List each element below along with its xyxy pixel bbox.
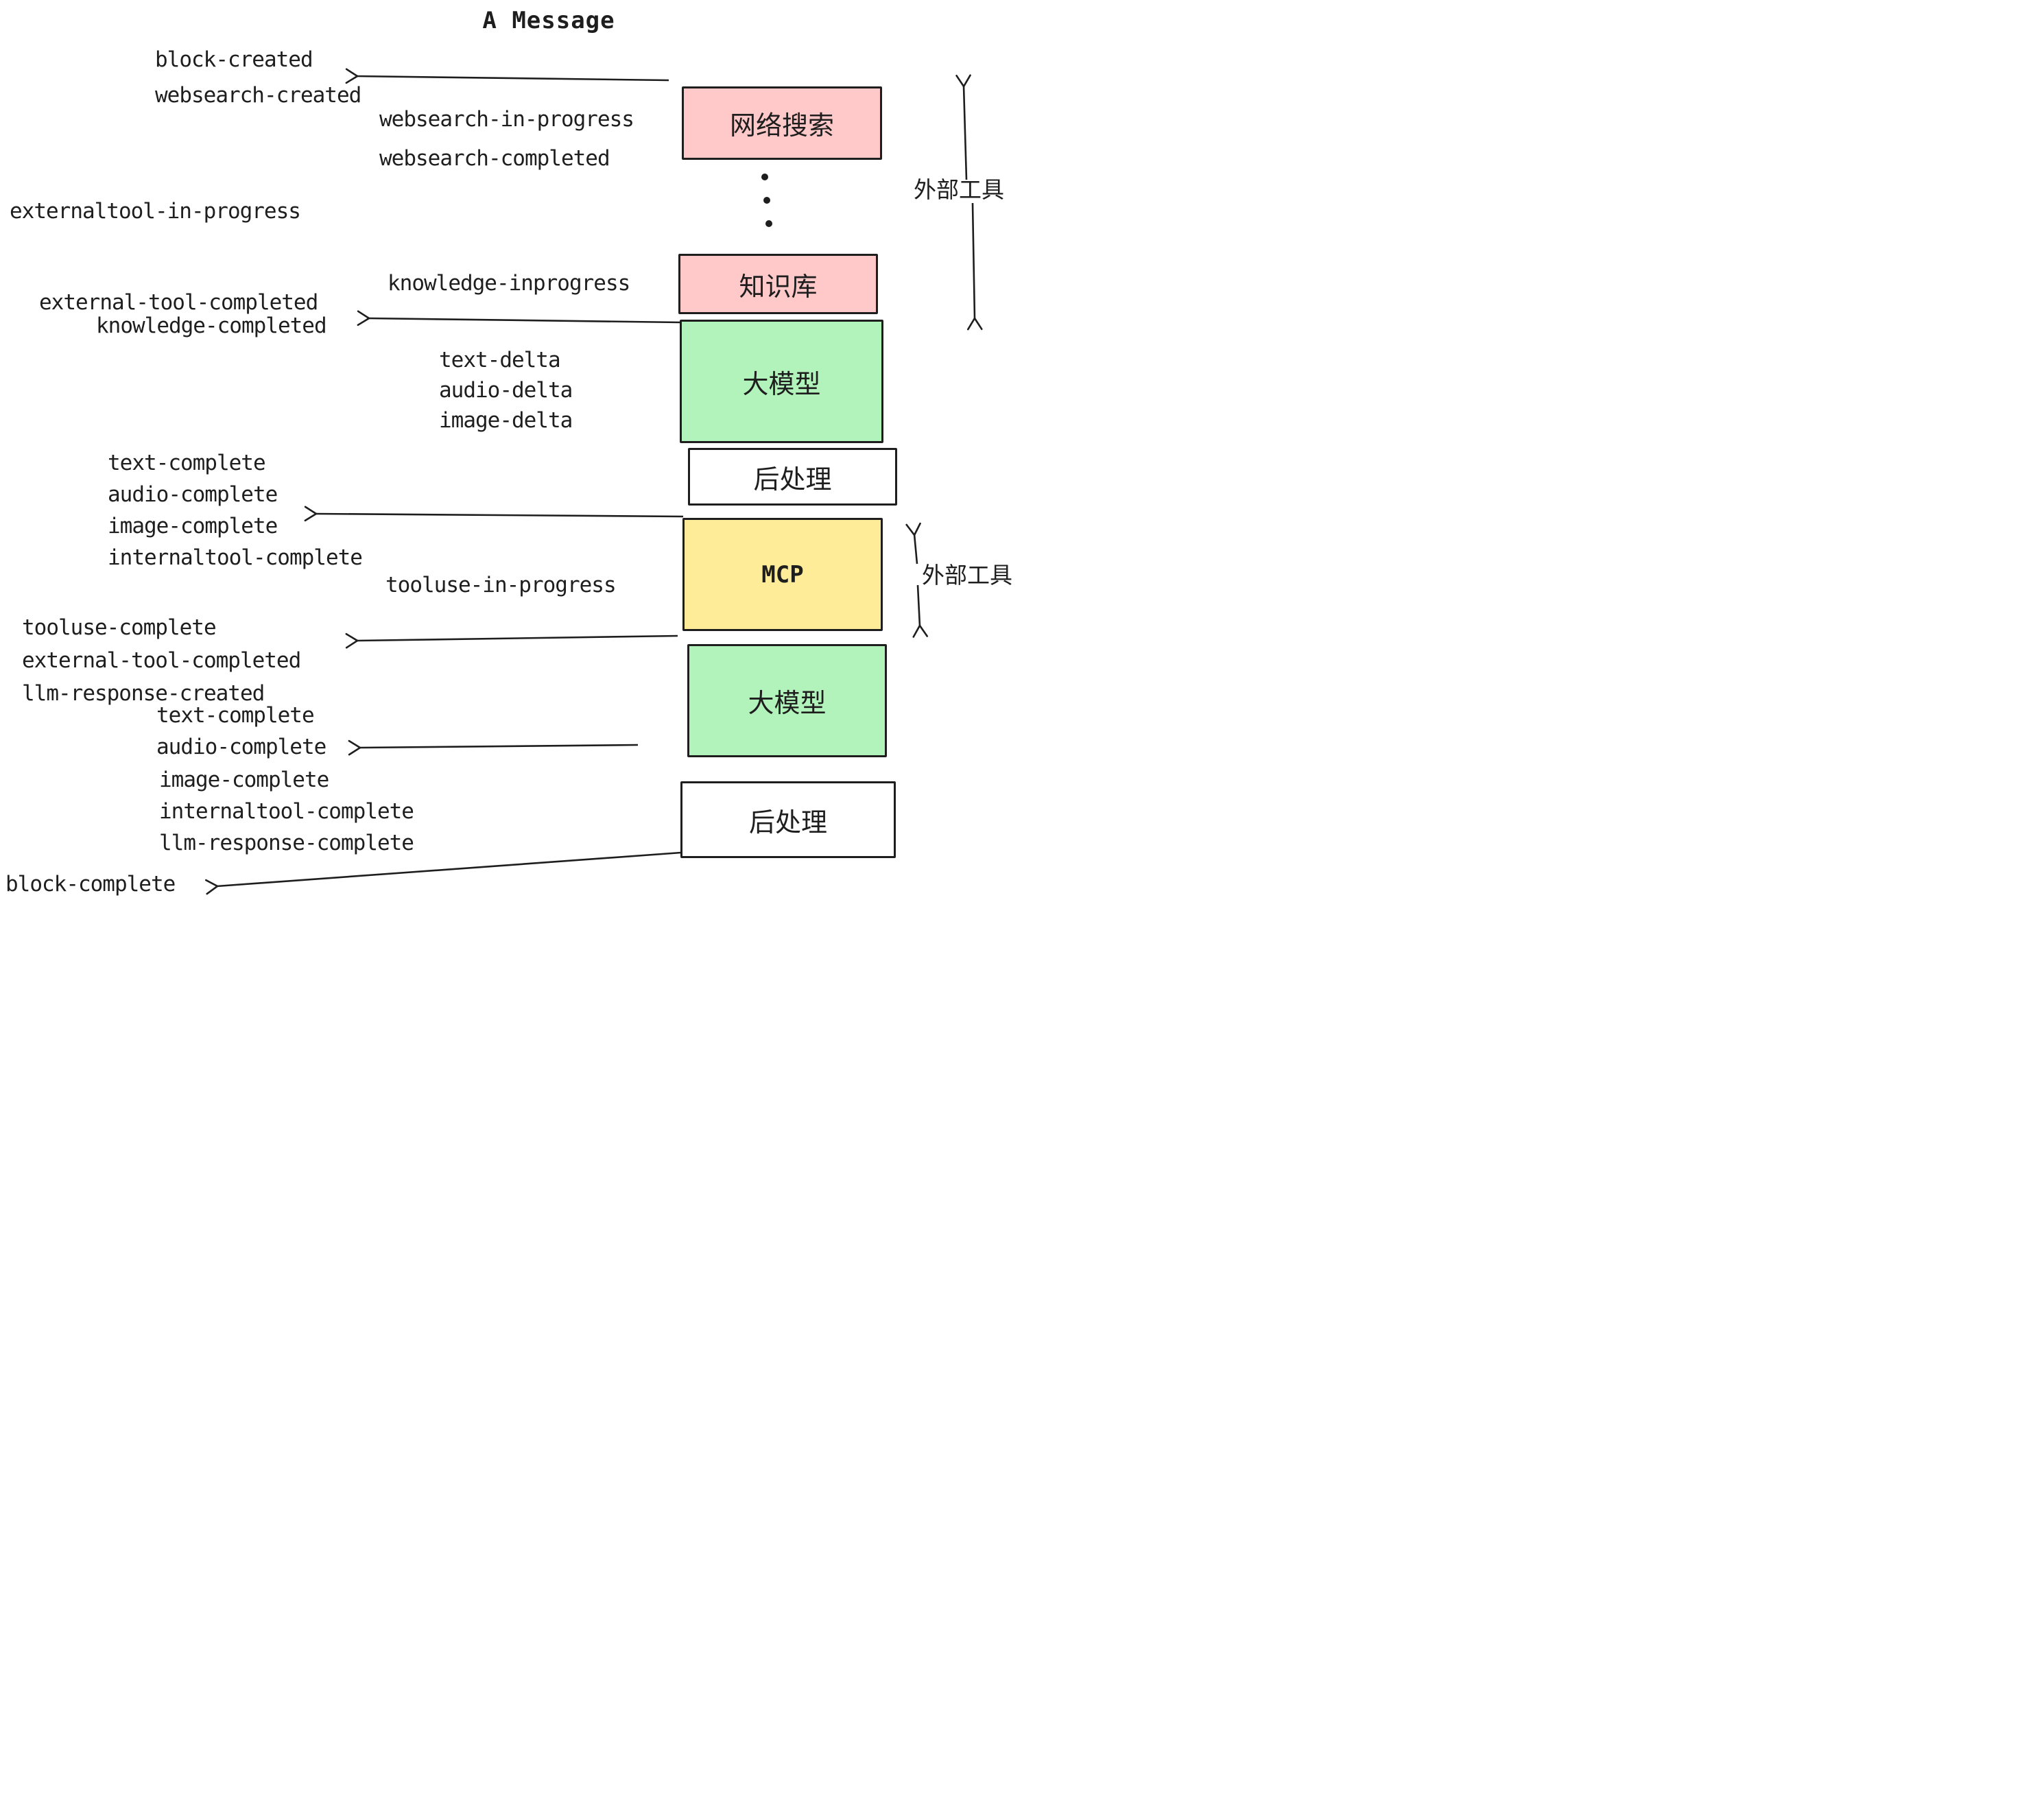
event-llm-response-complete: llm-response-complete: [159, 831, 414, 855]
event-websearch-in-progress: websearch-in-progress: [379, 107, 634, 132]
mcp-box: MCP: [682, 518, 883, 631]
llm-box-1-label: 大模型: [742, 368, 821, 399]
knowledge-box: 知识库: [678, 254, 878, 314]
event-text-delta-1: text-delta: [439, 348, 561, 372]
event-text-complete-1: text-complete: [108, 451, 266, 475]
mcp-box-label: MCP: [761, 560, 804, 589]
event-text-complete-2: text-complete: [156, 703, 315, 728]
arrow-postprocess2-to-block-complete: [217, 851, 682, 886]
arrow-knowledge-to-completed: [368, 318, 682, 322]
llm-box-2: 大模型: [687, 644, 887, 757]
postprocess-box-1: 后处理: [688, 448, 897, 506]
ellipsis-dot-3: [765, 220, 772, 227]
external-tools-annotation-2: 外部工具: [922, 562, 1012, 589]
external-tools-up-arrow-1: [964, 86, 966, 180]
arrow-mcp-to-tooluse-complete: [357, 636, 678, 641]
diagram-title: A Message: [482, 7, 615, 34]
sequence-diagram: A Message block-created websearch-create…: [0, 0, 1022, 902]
event-internaltool-complete-1: internaltool-complete: [108, 545, 363, 570]
event-external-tool-completed-2: external-tool-completed: [22, 648, 301, 673]
event-image-complete-1: image-complete: [108, 514, 278, 538]
event-image-complete-2: image-complete: [159, 768, 329, 792]
event-external-tool-completed-1: external-tool-completed: [39, 290, 318, 315]
event-audio-complete-1: audio-complete: [108, 482, 278, 507]
llm-box-2-label: 大模型: [748, 688, 827, 718]
external-tools-annotation-1: 外部工具: [914, 176, 1004, 203]
event-websearch-completed: websearch-completed: [379, 146, 610, 171]
postprocess-box-2-label: 后处理: [748, 807, 827, 838]
event-tooluse-in-progress: tooluse-in-progress: [385, 573, 617, 597]
websearch-box-label: 网络搜索: [729, 110, 834, 141]
event-knowledge-inprogress: knowledge-inprogress: [388, 271, 630, 296]
event-knowledge-completed: knowledge-completed: [96, 313, 327, 338]
event-audio-delta-1: audio-delta: [439, 378, 573, 403]
event-block-complete: block-complete: [5, 872, 176, 897]
ellipsis-dot-1: [761, 174, 768, 180]
event-internaltool-complete-2: internaltool-complete: [159, 799, 414, 824]
event-image-delta-1: image-delta: [439, 408, 573, 433]
knowledge-box-label: 知识库: [739, 271, 818, 302]
ellipsis-dot-2: [763, 197, 770, 204]
event-externaltool-in-progress: externaltool-in-progress: [10, 199, 301, 224]
event-tooluse-complete: tooluse-complete: [22, 615, 217, 640]
arrow-llm2-to-audio-complete: [359, 745, 639, 748]
event-websearch-created: websearch-created: [155, 83, 361, 108]
websearch-box: 网络搜索: [682, 86, 882, 160]
event-block-created: block-created: [155, 47, 313, 72]
arrow-websearch-to-block-created: [357, 76, 669, 80]
event-llm-response-created: llm-response-created: [22, 681, 265, 706]
postprocess-box-1-label: 后处理: [753, 464, 832, 495]
event-audio-complete-2: audio-complete: [156, 735, 326, 759]
external-tools-down-arrow-1: [973, 202, 975, 319]
arrow-postprocess-to-image-complete: [316, 514, 684, 517]
external-tools-up-arrow-2: [914, 534, 917, 565]
external-tools-down-arrow-2: [918, 584, 920, 626]
postprocess-box-2: 后处理: [680, 781, 896, 858]
llm-box-1: 大模型: [680, 320, 883, 443]
